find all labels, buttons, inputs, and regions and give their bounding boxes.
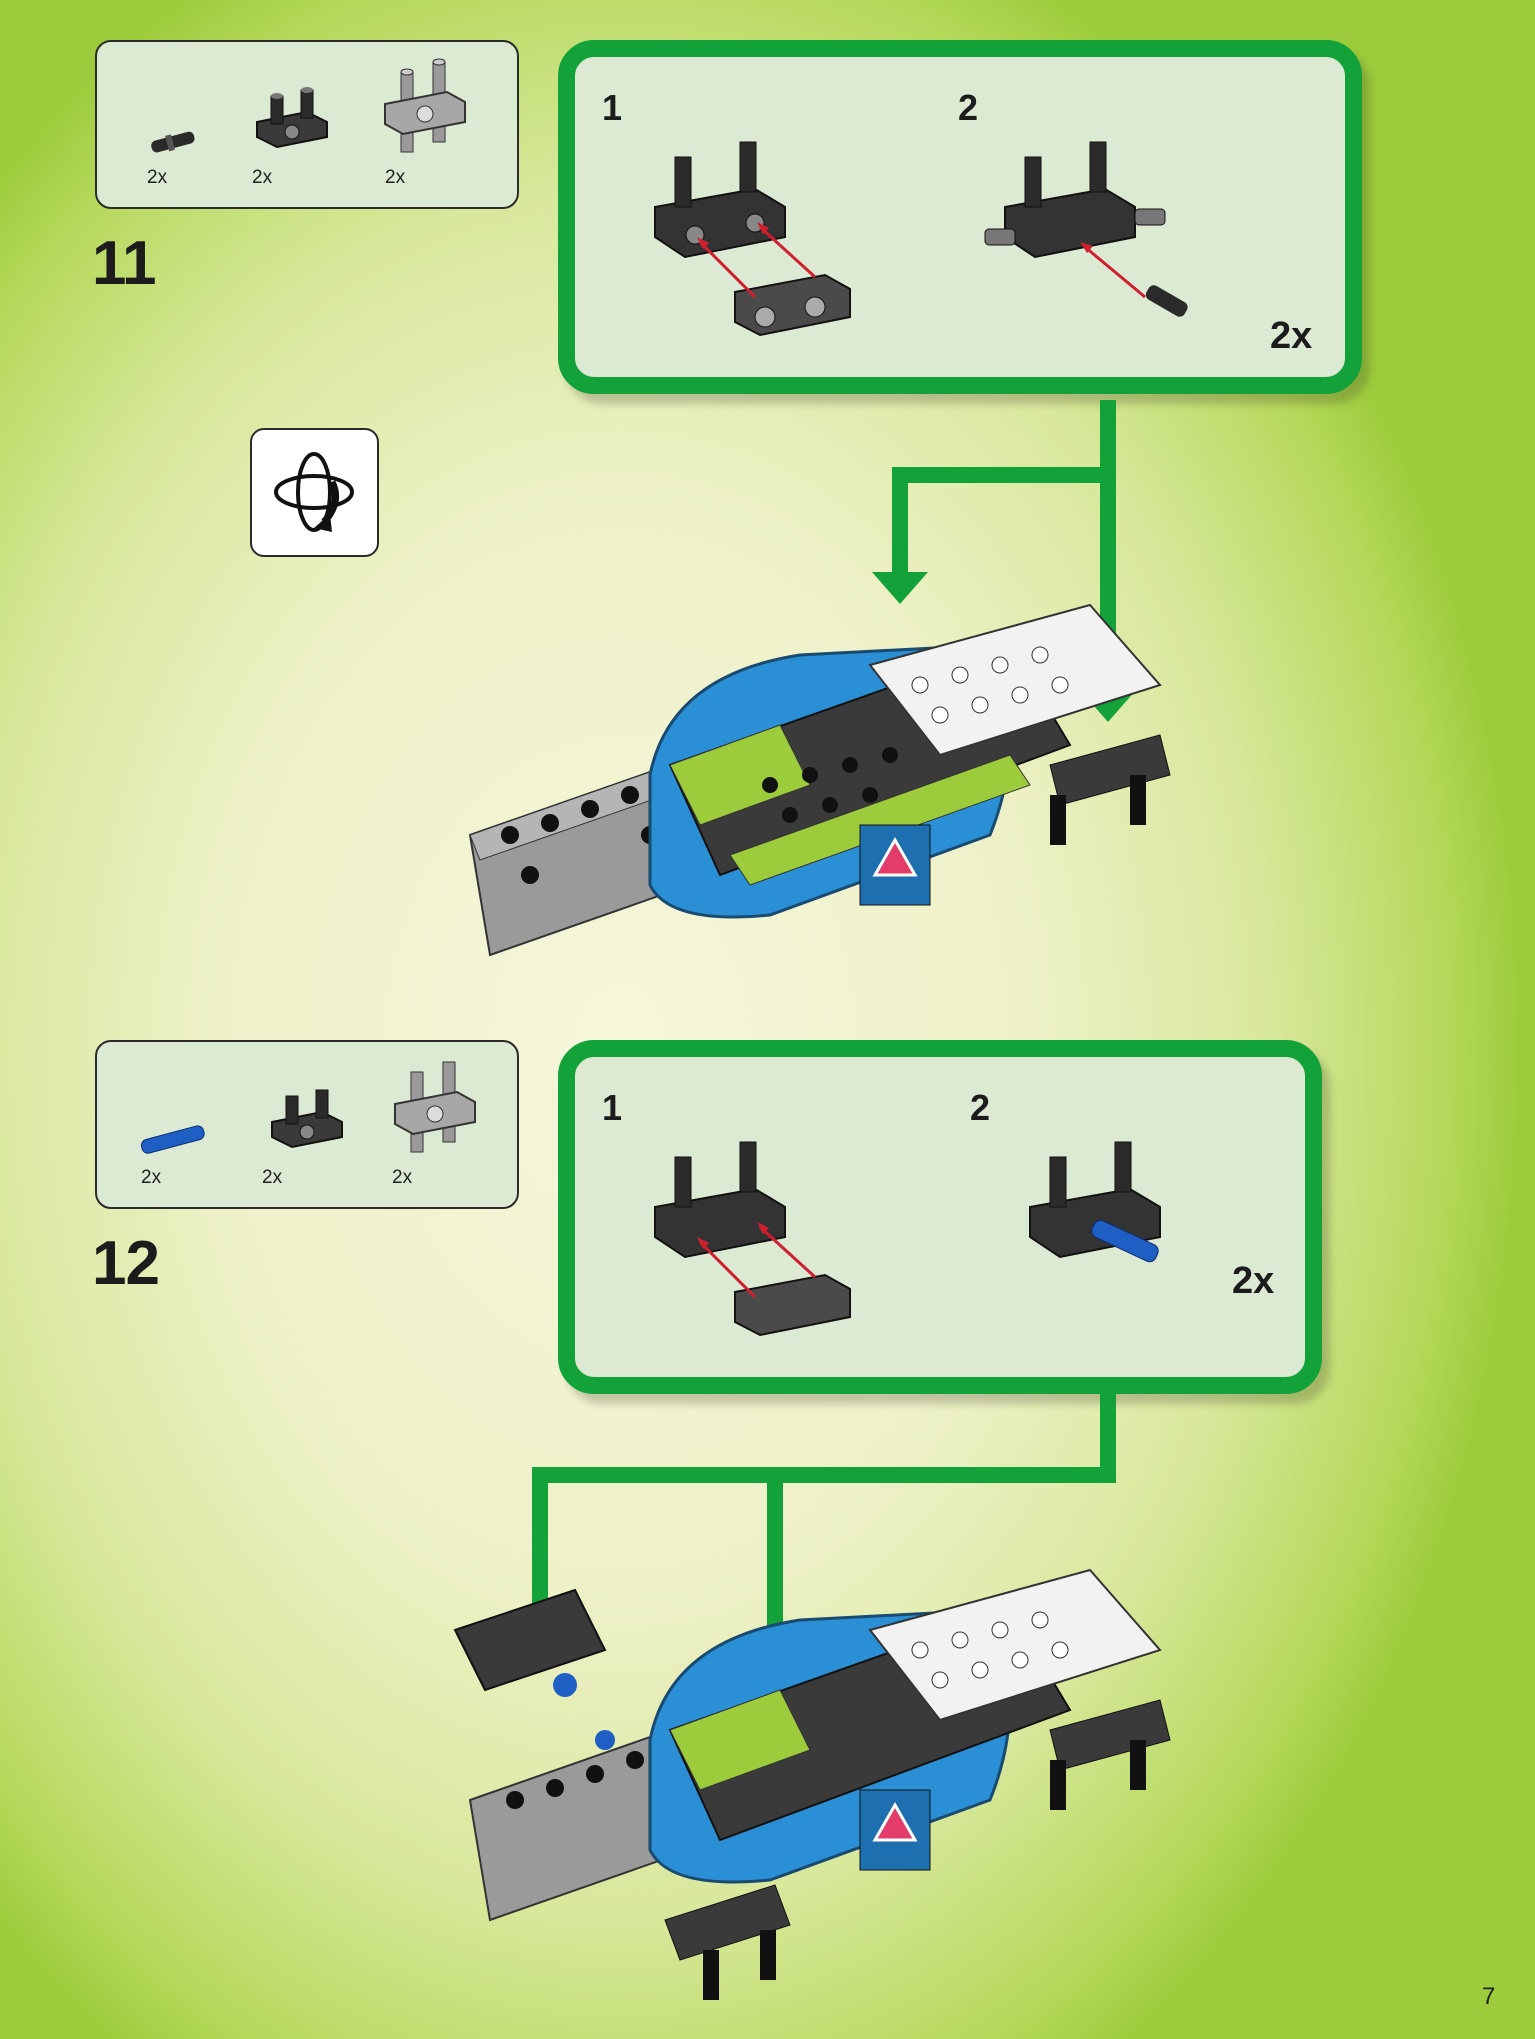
substep-panel-step-12: 1 2 2x xyxy=(558,1040,1322,1394)
part-qty: 2x xyxy=(385,167,406,188)
model-step-12 xyxy=(453,1568,1171,2000)
part-qty: 2x xyxy=(392,1167,413,1188)
substep-number: 2 xyxy=(958,87,979,128)
substep-number: 2 xyxy=(970,1087,991,1128)
substep-1-illustration xyxy=(654,1141,851,1337)
dark-connector-icon xyxy=(256,87,328,149)
dark-connector-icon xyxy=(271,1089,343,1149)
substep-2-illustration xyxy=(1029,1141,1161,1263)
grey-connector-icon xyxy=(394,1061,476,1153)
page-number: 7 xyxy=(1482,1983,1496,2010)
parts-list-step-11: 2x 2x 2x xyxy=(95,40,519,209)
substep-1-illustration xyxy=(654,141,851,337)
grey-connector-icon xyxy=(384,58,466,153)
part-qty: 2x xyxy=(252,167,273,188)
substep-number: 1 xyxy=(602,87,623,128)
multiplier-label: 2x xyxy=(1270,315,1313,357)
rotate-model-box xyxy=(250,428,379,557)
substep-panel-step-11: 1 2 2x xyxy=(558,40,1362,394)
blue-axle-pin-icon xyxy=(140,1125,205,1154)
part-qty: 2x xyxy=(147,167,168,188)
model-step-11 xyxy=(468,603,1171,957)
substep-2-illustration xyxy=(984,141,1188,317)
substep-number: 1 xyxy=(602,1087,623,1128)
part-qty: 2x xyxy=(262,1167,283,1188)
rotate-model-icon xyxy=(274,452,354,532)
step-number-12: 12 xyxy=(92,1229,160,1298)
part-qty: 2x xyxy=(141,1167,162,1188)
multiplier-label: 2x xyxy=(1232,1260,1275,1302)
step-number-11: 11 xyxy=(92,229,157,298)
parts-list-step-12: 2x 2x 2x xyxy=(95,1040,519,1209)
black-pin-icon xyxy=(151,131,195,153)
